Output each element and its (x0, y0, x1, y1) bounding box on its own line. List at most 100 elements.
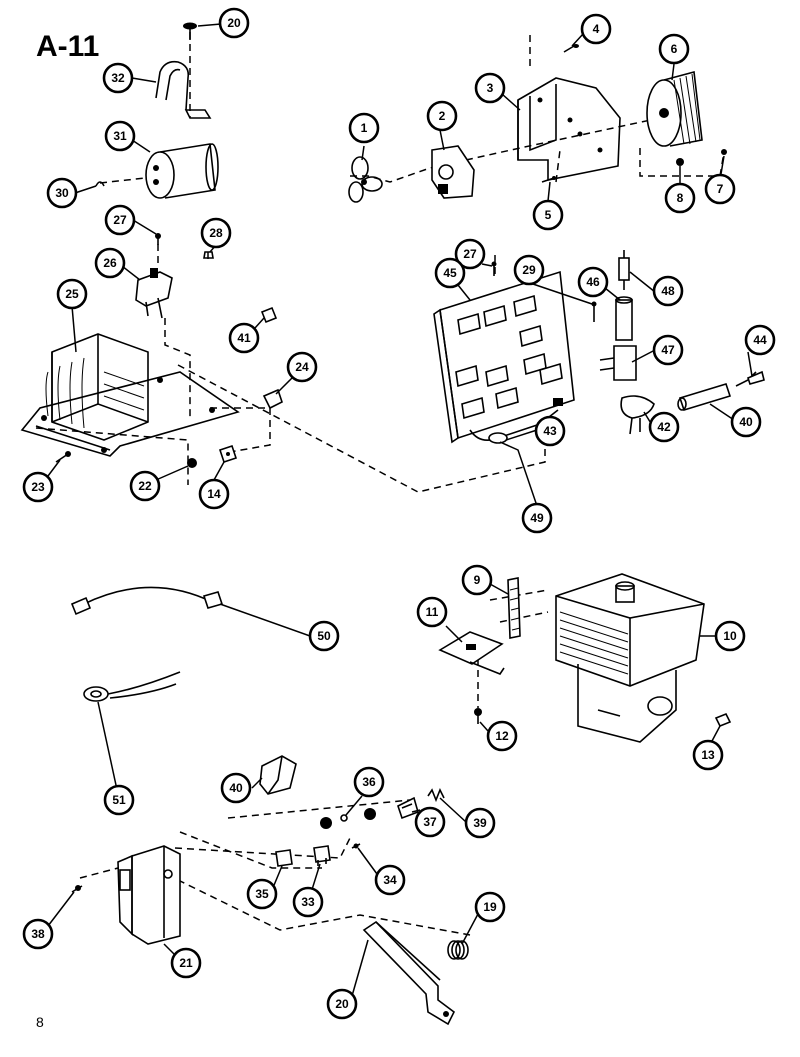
screw-27-right-drawing (491, 261, 497, 276)
callout-44: 44 (744, 324, 776, 356)
callout-27-left: 27 (104, 204, 136, 236)
callout-10: 10 (714, 620, 746, 652)
callout-34-label: 34 (383, 873, 397, 887)
fuse-48-drawing (618, 250, 630, 290)
callout-40-right-label: 40 (739, 415, 753, 429)
part-14-drawing (218, 444, 238, 464)
callout-44-label: 44 (753, 333, 767, 347)
callout-14: 14 (198, 478, 230, 510)
clip-30-drawing (95, 181, 105, 187)
screw-23-drawing (55, 451, 71, 463)
callout-11: 11 (416, 596, 448, 628)
callout-46-label: 46 (586, 275, 600, 289)
callout-35-label: 35 (255, 887, 269, 901)
callout-31-label: 31 (113, 129, 127, 143)
callout-28: 28 (200, 217, 232, 249)
callout-32: 32 (102, 62, 134, 94)
callout-5-label: 5 (545, 208, 552, 222)
callout-6: 6 (658, 33, 690, 65)
callout-7: 7 (704, 173, 736, 205)
callout-40-lower: 40 (220, 772, 252, 804)
diagram-title: A-11 (36, 30, 99, 63)
callout-1: 1 (348, 112, 380, 144)
callout-43-label: 43 (543, 424, 557, 438)
spring-39-drawing (427, 788, 445, 803)
callout-13-label: 13 (701, 748, 715, 762)
callout-40-right: 40 (730, 406, 762, 438)
bracket-37-drawing (397, 796, 419, 820)
callout-31: 31 (104, 120, 136, 152)
cap-42-drawing (620, 395, 655, 435)
callout-20-top-label: 20 (227, 16, 241, 30)
callout-19: 19 (474, 891, 506, 923)
thermal-protector-drawing (438, 631, 505, 675)
callout-34: 34 (374, 864, 406, 896)
callout-2: 2 (426, 100, 458, 132)
callout-21-label: 21 (179, 956, 193, 970)
callout-12-label: 12 (495, 729, 509, 743)
part-8-drawing (676, 158, 684, 166)
callout-41-label: 41 (237, 331, 251, 345)
callout-36: 36 (353, 766, 385, 798)
callout-37: 37 (414, 806, 446, 838)
callout-22: 22 (129, 470, 161, 502)
sleeve-40-drawing (677, 383, 732, 411)
transformer-drawing (20, 333, 240, 457)
callout-36-label: 36 (362, 775, 376, 789)
callout-42-label: 42 (657, 420, 671, 434)
screw-34-drawing (351, 843, 361, 849)
callout-12: 12 (486, 720, 518, 752)
callout-42: 42 (648, 411, 680, 443)
callout-3: 3 (474, 72, 506, 104)
fan-motor-drawing (431, 145, 475, 199)
screw-5-drawing (541, 176, 556, 183)
callout-8-label: 8 (677, 191, 684, 205)
callout-4: 4 (580, 13, 612, 45)
fan-blade-drawing (348, 156, 383, 203)
part-41-drawing (260, 306, 278, 324)
callout-9: 9 (461, 564, 493, 596)
callout-51: 51 (103, 784, 135, 816)
callout-33-label: 33 (301, 895, 315, 909)
screw-38-drawing (71, 885, 83, 893)
callout-1-label: 1 (361, 121, 368, 135)
pin-28-drawing (203, 251, 214, 259)
callout-49-label: 49 (530, 511, 544, 525)
callout-47: 47 (652, 334, 684, 366)
lead-44-drawing (735, 370, 765, 387)
callout-6-label: 6 (671, 42, 678, 56)
callout-33: 33 (292, 886, 324, 918)
screw-4-drawing (563, 44, 579, 53)
callout-39-label: 39 (473, 816, 487, 830)
switch-35-drawing (275, 849, 293, 867)
washers-36-drawing (320, 808, 376, 829)
callout-27-right: 27 (454, 238, 486, 270)
callout-35: 35 (246, 878, 278, 910)
callout-49: 49 (521, 502, 553, 534)
relay-40-drawing (259, 755, 297, 795)
capacitor-drawing (145, 143, 219, 199)
callout-7-label: 7 (717, 182, 724, 196)
callout-30-label: 30 (55, 186, 69, 200)
circuit-board-drawing (433, 270, 575, 444)
wire-harness-50-drawing (70, 586, 224, 616)
callout-13: 13 (692, 739, 724, 771)
callout-43: 43 (534, 415, 566, 447)
callout-27-right-label: 27 (463, 247, 477, 261)
callout-32-label: 32 (111, 71, 125, 85)
part-24-top-drawing (262, 388, 283, 410)
part-7-drawing (721, 149, 727, 155)
callout-51-label: 51 (112, 793, 126, 807)
screw-27-left-drawing (155, 233, 161, 245)
callout-45-label: 45 (443, 266, 457, 280)
callout-11-label: 11 (426, 605, 439, 619)
blower-wheel-drawing (646, 70, 703, 147)
nut-22-drawing (187, 458, 197, 468)
callout-21: 21 (170, 947, 202, 979)
screw-29-drawing (591, 301, 597, 322)
callout-20-top: 20 (218, 7, 250, 39)
callout-27-left-label: 27 (113, 213, 127, 227)
callout-3-label: 3 (487, 81, 494, 95)
